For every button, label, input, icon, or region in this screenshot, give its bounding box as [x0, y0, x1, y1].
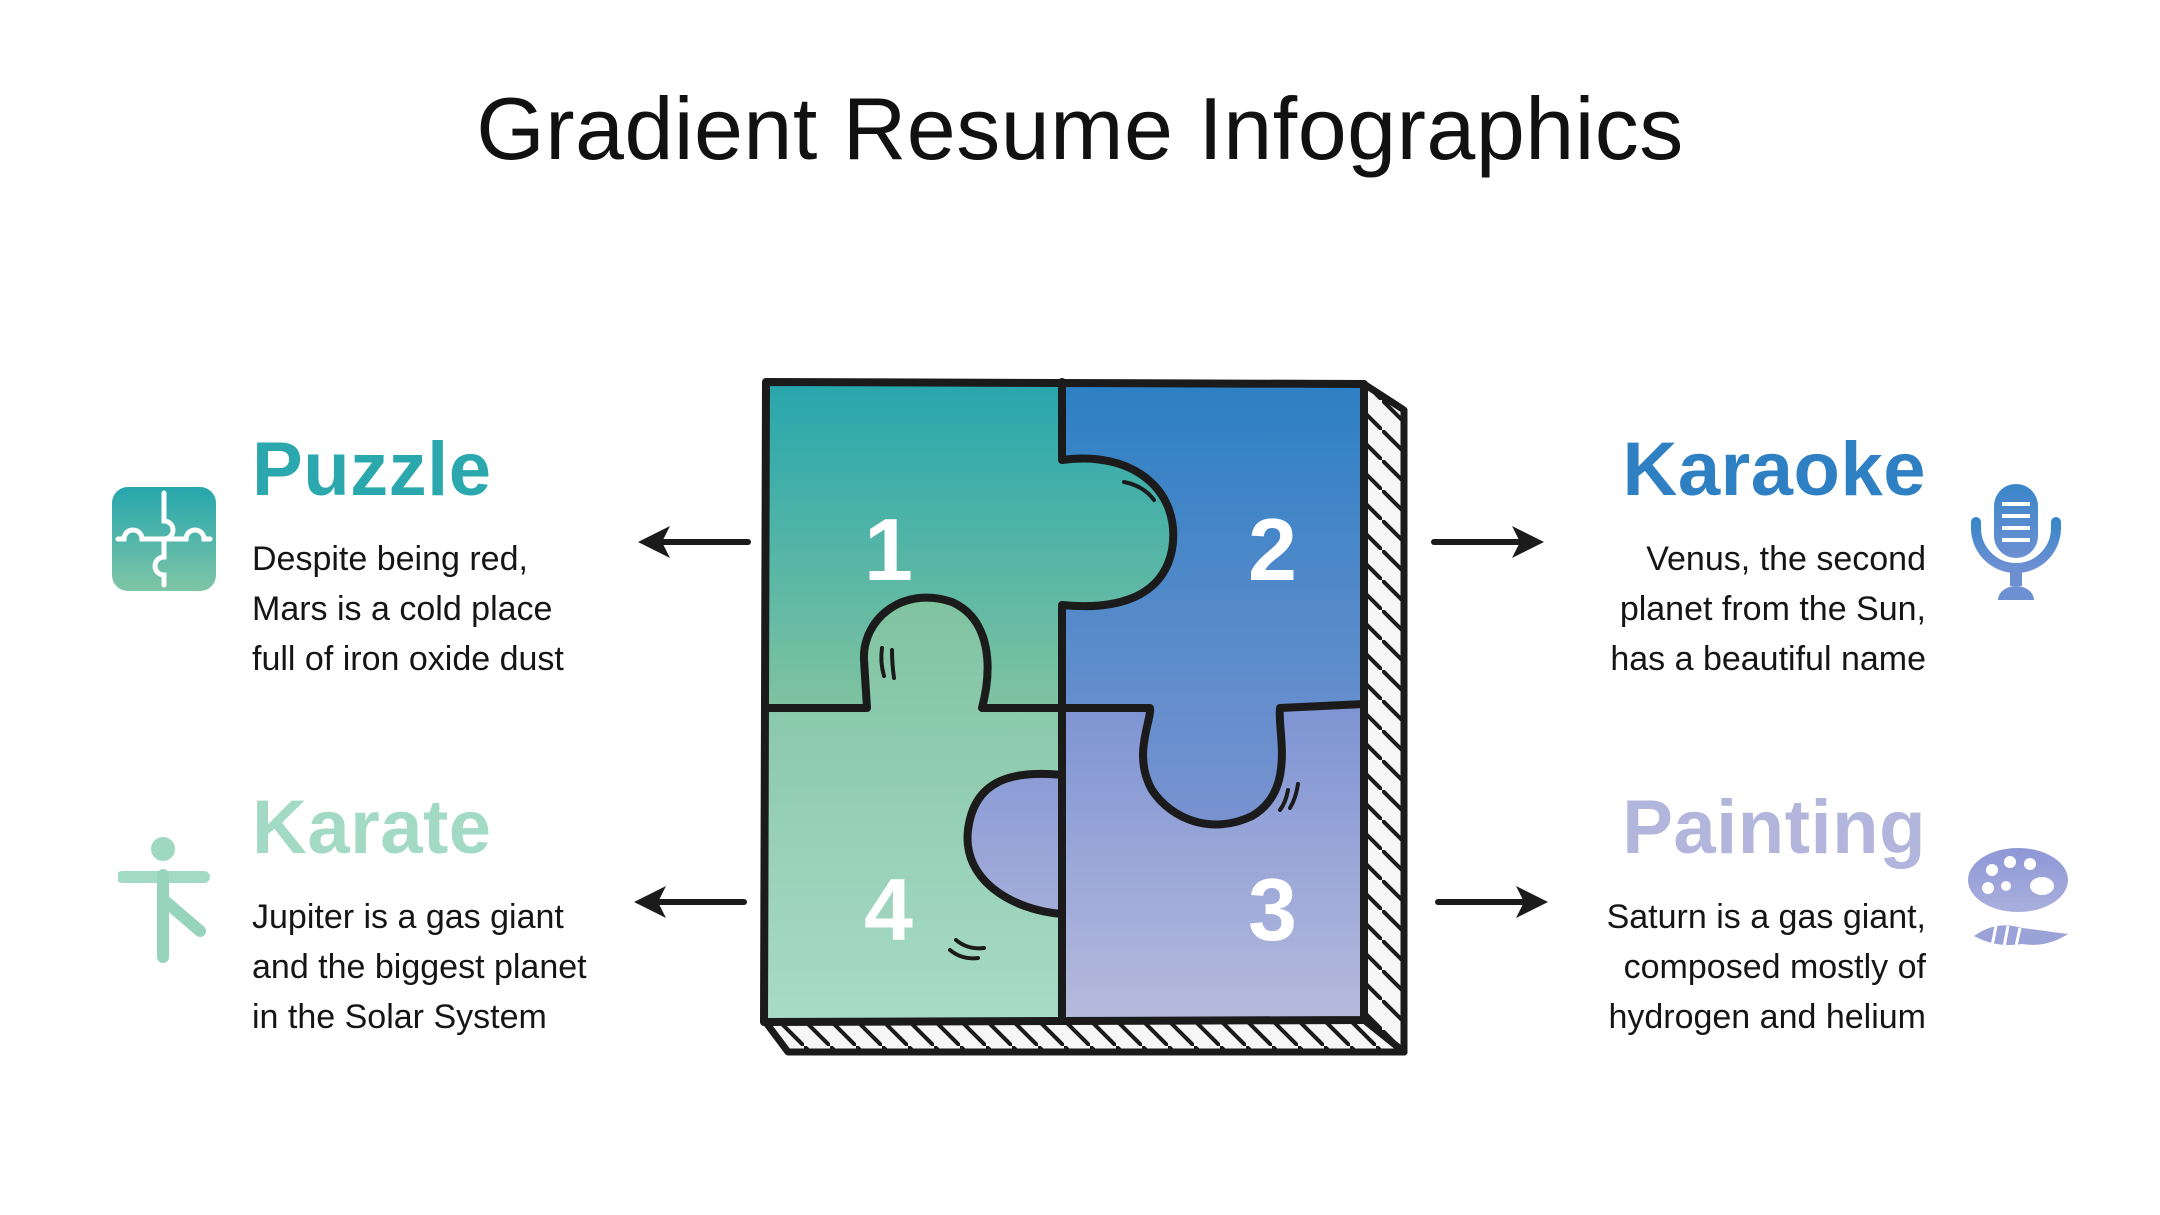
piece-number-1: 1: [864, 500, 913, 599]
palette-icon: [1968, 848, 2068, 948]
microphone-icon: [1971, 484, 2061, 600]
item-description: Venus, the second planet from the Sun, h…: [1610, 540, 1926, 678]
puzzle-diagram: 1 2 3 4: [752, 370, 1432, 1070]
puzzle-piece-1: [766, 382, 1174, 708]
piece-number-3: 3: [1248, 860, 1297, 959]
arrow-left-icon: [634, 886, 747, 918]
item-heading: Painting: [1622, 785, 1926, 870]
piece-number-2: 2: [1248, 500, 1297, 599]
arrow-left-icon: [638, 526, 751, 558]
item-puzzle: Puzzle Despite being red, Mars is a cold…: [252, 432, 772, 684]
puzzle-piece-3: [967, 708, 1364, 1020]
puzzle-board: [760, 378, 1408, 1056]
item-karate: Karate Jupiter is a gas giant and the bi…: [252, 790, 772, 1042]
item-karaoke: Karaoke Venus, the second planet from th…: [1400, 432, 1926, 684]
page-title: Gradient Resume Infographics: [476, 79, 1684, 178]
item-description: Despite being red, Mars is a cold place …: [252, 540, 564, 678]
karate-person-icon: [118, 837, 210, 963]
item-painting: Painting Saturn is a gas giant, composed…: [1400, 790, 1926, 1042]
item-heading: Puzzle: [252, 427, 492, 512]
puzzle-piece-4: [766, 597, 1062, 1020]
arrow-right-icon: [1435, 886, 1548, 918]
puzzle-piece-2: [1062, 382, 1364, 825]
item-description: Jupiter is a gas giant and the biggest p…: [252, 898, 587, 1036]
item-heading: Karate: [252, 785, 492, 870]
arrow-right-icon: [1431, 526, 1544, 558]
item-description: Saturn is a gas giant, composed mostly o…: [1606, 898, 1926, 1036]
item-heading: Karaoke: [1622, 427, 1926, 512]
puzzle-icon: [112, 487, 216, 591]
piece-number-4: 4: [864, 860, 913, 959]
